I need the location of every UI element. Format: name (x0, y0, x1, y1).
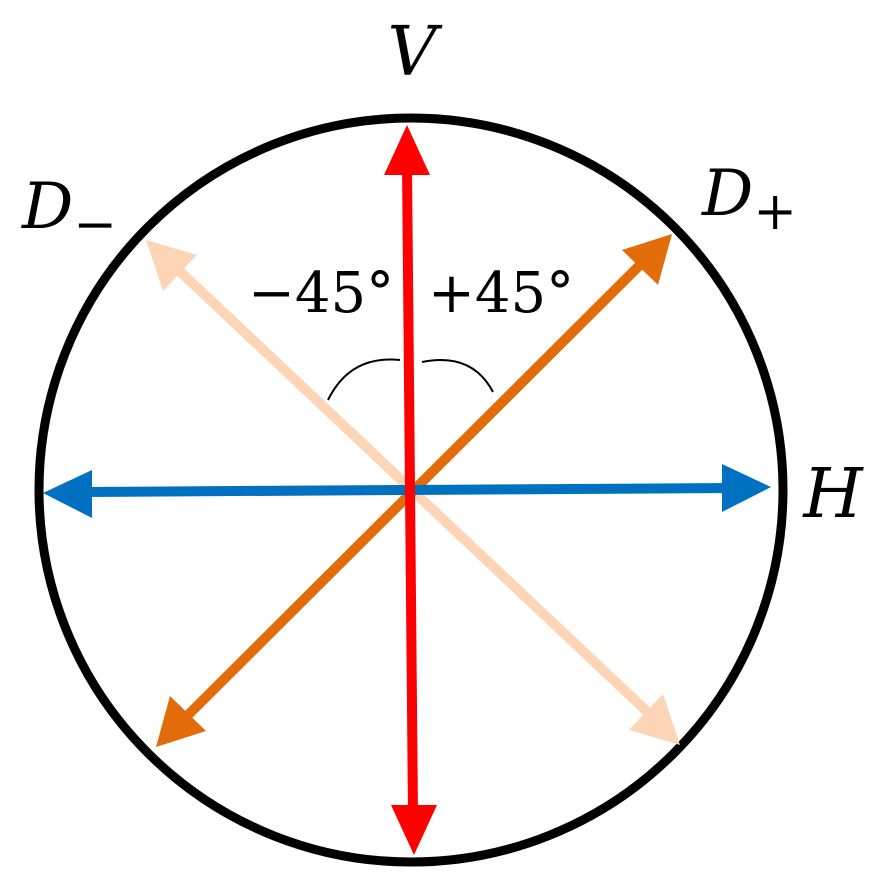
label-horizontal: H (801, 455, 864, 534)
diagonal-minus-head-bottom (629, 694, 680, 745)
label-angle-plus: +45° (428, 261, 574, 326)
horizontal-head-left (43, 470, 92, 518)
diagonal-plus-head-top (622, 234, 672, 285)
vertical-arrow (384, 125, 437, 855)
vertical-head-top (384, 125, 430, 175)
horizontal-head-right (722, 464, 771, 512)
label-diagonal-minus-main: D (21, 170, 73, 244)
label-vertical: V (387, 13, 442, 92)
label-angle-minus: −45° (248, 261, 394, 326)
label-diagonal-minus-subscript: − (73, 195, 117, 255)
label-diagonal-plus-subscript: + (753, 182, 797, 242)
label-diagonal-plus-main: D (701, 157, 753, 231)
label-diagonal-minus: D− (21, 170, 117, 255)
vertical-shaft (402, 164, 418, 816)
label-diagonal-plus: D+ (701, 157, 797, 242)
polarization-circle (34, 113, 788, 867)
diagonal-minus-head-top (146, 240, 197, 291)
vertical-head-bottom (391, 805, 437, 855)
angle-arc-minus (327, 358, 401, 401)
diagonal-plus-head-bottom (156, 696, 206, 747)
angle-arc-plus (421, 359, 494, 393)
